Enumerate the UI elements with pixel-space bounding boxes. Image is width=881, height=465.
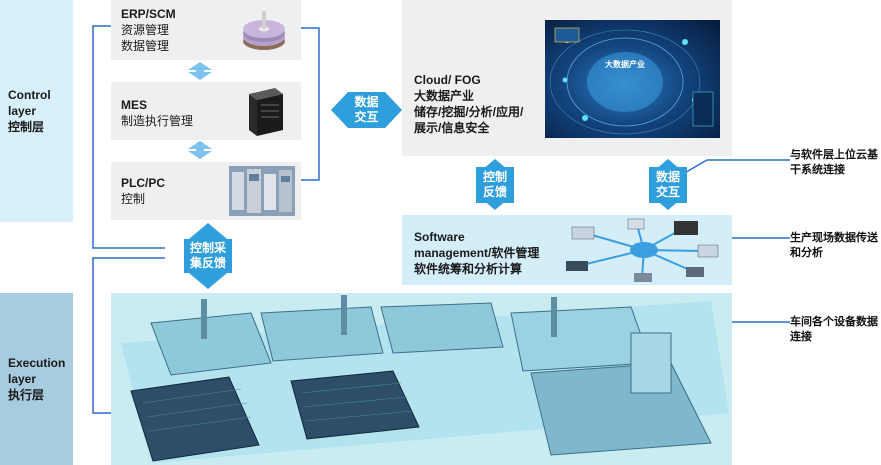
- cloud-fog-box: Cloud/ FOG 大数据产业 储存/挖掘/分析/应用/ 展示/信息安全 大数…: [402, 0, 732, 156]
- cloud-connect-note: 与软件层上位云基 干系统连接: [790, 148, 878, 178]
- factory-line-image: [111, 293, 732, 465]
- execution-layer-label-en-2: layer: [8, 372, 37, 386]
- device-connect-note-line-1: 车间各个设备数据: [790, 316, 878, 328]
- server-icon: [249, 88, 283, 136]
- big-data-image: 大数据产业: [545, 20, 720, 138]
- production-line-icon: [121, 295, 729, 463]
- big-data-center-label: 大数据产业: [605, 60, 645, 69]
- double-arrow-horizontal: [331, 92, 402, 128]
- field-data-note: 生产现场数据传送 和分析: [790, 231, 878, 261]
- control-feedback-line-1: 控制: [482, 170, 507, 184]
- control-feedback-badge: 控制 反馈: [476, 167, 514, 203]
- cloud-line-3: 展示/信息安全: [414, 121, 490, 135]
- device-network-icon: [566, 218, 719, 282]
- control-layer-label-en-1: Control: [8, 88, 51, 102]
- software-title-2: management/软件管理: [414, 246, 540, 260]
- data-exchange-badge-right: 数据 交互: [649, 167, 687, 203]
- software-line-3: 软件统筹和分析计算: [414, 262, 523, 276]
- control-collect-line-1: 控制采: [189, 241, 226, 255]
- device-connect-note: 车间各个设备数据 连接: [790, 315, 878, 345]
- cloud-line-1: 大数据产业: [414, 89, 475, 103]
- data-exchange-badge-left: 数据 交互: [348, 92, 385, 128]
- execution-layer-label-zh: 执行层: [8, 388, 45, 402]
- globe-network-icon: [549, 27, 714, 135]
- execution-layer-label-en-1: Execution: [8, 356, 66, 370]
- cd-stack-icon: [243, 11, 285, 50]
- data-exchange-left-line-1: 数据: [354, 95, 379, 109]
- data-exchange-right-line-1: 数据: [655, 170, 680, 184]
- erp-scm-line-1: 资源管理: [121, 23, 170, 37]
- mes-box: MES 制造执行管理: [111, 82, 301, 140]
- mes-line-1: 制造执行管理: [121, 114, 194, 128]
- software-title-1: Software: [414, 230, 465, 244]
- field-data-note-line-1: 生产现场数据传送: [790, 232, 878, 244]
- control-collect-badge: 控制采 集反馈: [184, 239, 232, 273]
- plc-pc-title: PLC/PC: [121, 176, 166, 190]
- cloud-connect-note-line-1: 与软件层上位云基: [790, 149, 878, 161]
- mes-title: MES: [121, 98, 148, 112]
- erp-scm-box: ERP/SCM 资源管理 数据管理: [111, 0, 301, 60]
- device-connect-note-line-2: 连接: [790, 331, 812, 343]
- cloud-line-2: 储存/挖掘/分析/应用/: [414, 105, 524, 119]
- execution-layer-tab: Execution layer 执行层: [0, 293, 73, 465]
- cloud-connect-note-line-2: 干系统连接: [790, 164, 845, 176]
- control-collect-line-2: 集反馈: [189, 256, 226, 270]
- field-data-note-line-2: 和分析: [790, 247, 823, 259]
- plc-pc-line-1: 控制: [121, 192, 146, 206]
- erp-scm-title: ERP/SCM: [121, 7, 176, 21]
- control-layer-label-en-2: layer: [8, 104, 37, 118]
- control-layer-label-zh: 控制层: [8, 120, 45, 134]
- data-exchange-left-line-2: 交互: [354, 110, 379, 124]
- control-feedback-line-2: 反馈: [482, 185, 507, 199]
- software-management-box: Software management/软件管理 软件统筹和分析计算: [402, 215, 732, 285]
- erp-scm-line-2: 数据管理: [121, 39, 170, 53]
- control-cabinet-icon: [229, 166, 295, 216]
- control-layer-tab: Control layer 控制层: [0, 0, 73, 222]
- cloud-title: Cloud/ FOG: [414, 73, 481, 87]
- data-exchange-right-line-2: 交互: [655, 185, 680, 199]
- plc-pc-box: PLC/PC 控制: [111, 162, 301, 220]
